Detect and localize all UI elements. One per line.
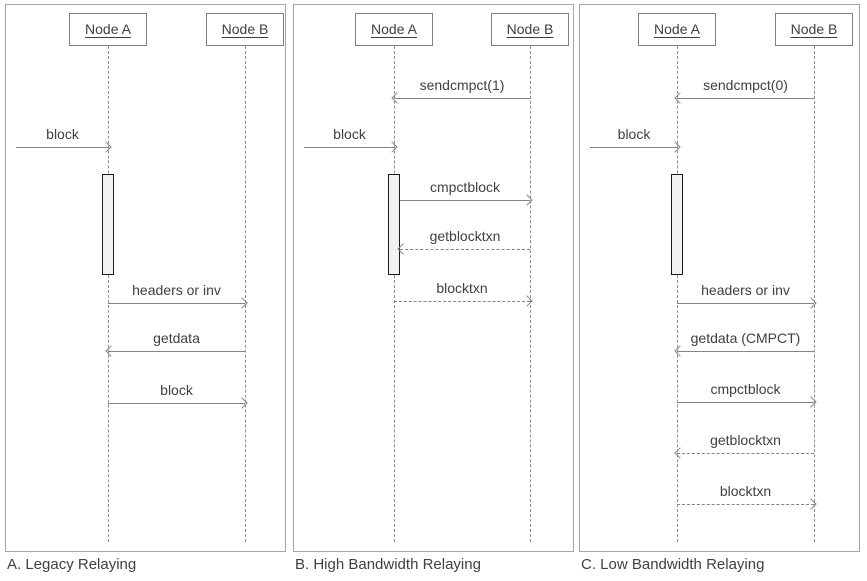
message-blocktxn: blocktxn xyxy=(677,479,817,510)
panel-low-bandwidth-relaying: Node A Node B sendcmpct(0) block headers… xyxy=(579,4,860,552)
arrow-line xyxy=(400,200,530,201)
lifeline-node-a xyxy=(108,46,109,542)
arrow-line xyxy=(304,147,395,148)
panel-legacy-relaying: Node A Node B block headers or inv getda… xyxy=(5,4,286,552)
activation-bar xyxy=(102,174,114,275)
message-block: block xyxy=(108,378,248,409)
arrow-line xyxy=(108,351,245,352)
message-block-incoming: block xyxy=(304,122,398,153)
arrowhead-right-icon xyxy=(669,141,681,153)
message-sendcmpct-0: sendcmpct(0) xyxy=(674,73,814,104)
message-getdata: getdata xyxy=(105,326,245,357)
lifeline-node-a xyxy=(677,46,678,542)
arrowhead-left-icon xyxy=(674,345,686,357)
node-a-box: Node A xyxy=(69,13,147,46)
message-label: block xyxy=(333,126,366,142)
message-label: blocktxn xyxy=(719,483,772,499)
message-label: headers or inv xyxy=(701,282,790,298)
message-label: cmpctblock xyxy=(429,179,501,195)
message-block-incoming: block xyxy=(590,122,681,153)
message-label: block xyxy=(617,126,651,142)
message-label: getblocktxn xyxy=(429,228,501,244)
node-b-label: Node B xyxy=(221,21,269,37)
node-b-box: Node B xyxy=(491,13,569,46)
message-label: blocktxn xyxy=(436,280,488,296)
node-a-box: Node A xyxy=(355,13,433,46)
panel-high-bandwidth-relaying: Node A Node B sendcmpct(1) block cmpctbl… xyxy=(293,4,574,552)
caption-low-bandwidth-relaying: C. Low Bandwidth Relaying xyxy=(581,556,765,573)
message-headers-or-inv: headers or inv xyxy=(677,278,817,309)
caption-legacy-relaying: A. Legacy Relaying xyxy=(7,556,137,573)
arrow-line xyxy=(677,98,814,99)
arrow-line xyxy=(677,351,814,352)
message-blocktxn: blocktxn xyxy=(394,276,533,307)
node-a-box: Node A xyxy=(638,13,716,46)
message-label: block xyxy=(160,382,193,398)
arrowhead-left-icon xyxy=(674,447,686,459)
node-a-label: Node A xyxy=(654,21,700,37)
arrow-line xyxy=(394,301,530,302)
lifeline-node-b xyxy=(245,46,246,542)
message-getblocktxn: getblocktxn xyxy=(674,428,814,459)
arrowhead-right-icon xyxy=(100,141,112,153)
lifeline-node-a xyxy=(394,46,395,542)
arrow-line xyxy=(590,147,678,148)
node-a-label: Node A xyxy=(371,21,417,37)
message-label: block xyxy=(46,126,79,142)
node-b-box: Node B xyxy=(206,13,284,46)
message-block-incoming: block xyxy=(16,122,112,153)
message-sendcmpct-1: sendcmpct(1) xyxy=(391,73,530,104)
message-label: cmpctblock xyxy=(710,381,781,397)
arrowhead-left-icon xyxy=(105,345,117,357)
arrow-line xyxy=(677,504,814,505)
message-label: sendcmpct(0) xyxy=(703,77,788,93)
arrow-line xyxy=(394,98,530,99)
node-b-label: Node B xyxy=(790,21,838,37)
arrowhead-left-icon xyxy=(391,92,403,104)
message-cmpctblock: cmpctblock xyxy=(677,377,817,408)
message-label: headers or inv xyxy=(132,282,221,298)
node-b-box: Node B xyxy=(775,13,853,46)
message-label: getdata xyxy=(153,330,200,346)
arrow-line xyxy=(677,402,814,403)
node-b-label: Node B xyxy=(506,21,554,37)
arrow-line xyxy=(677,303,814,304)
caption-high-bandwidth-relaying: B. High Bandwidth Relaying xyxy=(295,556,481,573)
lifeline-node-b xyxy=(530,46,531,542)
arrow-line xyxy=(16,147,109,148)
message-label: getdata (CMPCT) xyxy=(690,330,801,346)
message-headers-or-inv: headers or inv xyxy=(108,278,248,309)
arrow-line xyxy=(400,249,530,250)
activation-bar xyxy=(671,174,683,275)
node-a-label: Node A xyxy=(85,21,131,37)
message-label: getblocktxn xyxy=(710,432,781,448)
arrowhead-right-icon xyxy=(386,141,398,153)
arrow-line xyxy=(677,453,814,454)
arrowhead-left-icon xyxy=(397,243,409,255)
activation-bar xyxy=(388,174,400,275)
arrowhead-left-icon xyxy=(674,92,686,104)
arrow-line xyxy=(108,303,245,304)
message-cmpctblock: cmpctblock xyxy=(400,175,533,206)
lifeline-node-b xyxy=(814,46,815,542)
arrow-line xyxy=(108,403,245,404)
message-getdata-cmpct: getdata (CMPCT) xyxy=(674,326,814,357)
message-label: sendcmpct(1) xyxy=(419,77,505,93)
message-getblocktxn: getblocktxn xyxy=(397,224,530,255)
